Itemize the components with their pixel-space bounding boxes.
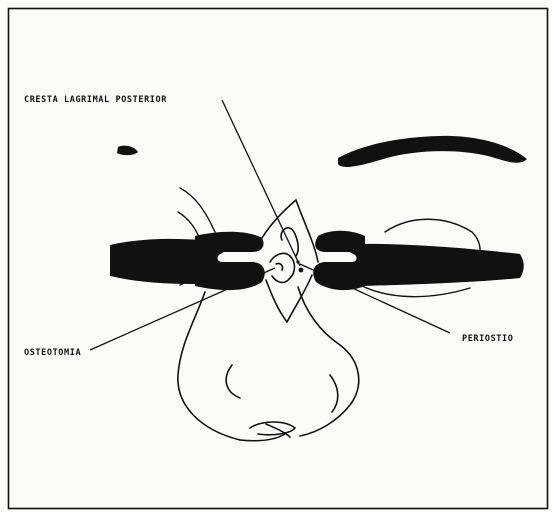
retractor-right (313, 231, 524, 290)
label-periostio: PERIOSTIO (462, 334, 513, 344)
label-osteotomia: OSTEOTOMIA (24, 348, 81, 358)
nose-outline (178, 287, 359, 441)
eyebrow-right (338, 136, 527, 167)
incision (262, 200, 318, 322)
crest-point (299, 268, 304, 273)
retractor-left (110, 232, 265, 290)
leader-lines (90, 100, 450, 350)
eyebrow-left-mark (117, 146, 138, 156)
label-cresta-lagrimal: CRESTA LAGRIMAL POSTERIOR (24, 95, 167, 105)
